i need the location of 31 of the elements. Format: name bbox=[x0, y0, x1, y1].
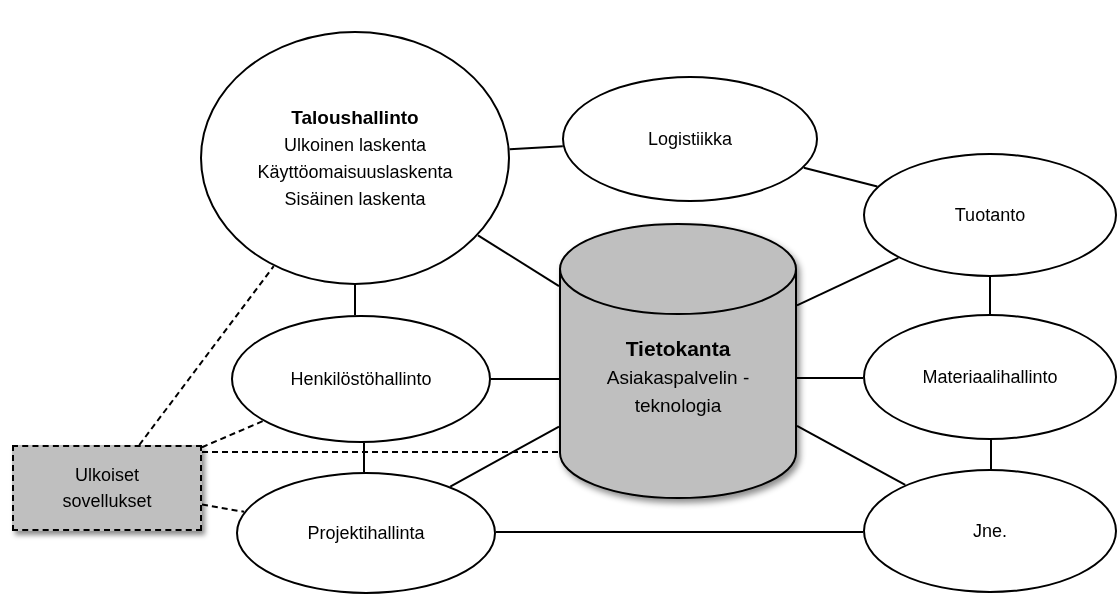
dashed-connector bbox=[138, 265, 275, 446]
connector-line bbox=[495, 531, 864, 533]
node-heading: Tietokanta bbox=[625, 336, 731, 362]
connector-line bbox=[449, 425, 560, 488]
connector-line bbox=[796, 256, 900, 307]
connector-line bbox=[990, 439, 992, 470]
node-label: Jne. bbox=[973, 519, 1007, 543]
node-label: Materiaalihallinto bbox=[922, 365, 1058, 389]
node-label: Ulkoinen laskenta bbox=[283, 133, 427, 157]
connector-line bbox=[796, 424, 907, 486]
connector-line bbox=[989, 276, 991, 315]
node-label: Tuotanto bbox=[954, 203, 1026, 227]
node-label: Projektihallinta bbox=[307, 521, 425, 545]
dashed-connector bbox=[201, 503, 246, 513]
node-text: Asiakaspalvelin -teknologia bbox=[605, 366, 751, 418]
connector-line bbox=[802, 166, 879, 188]
node-label: Ulkoiset sovellukset bbox=[61, 464, 153, 513]
connector-line bbox=[796, 377, 864, 379]
dashed-box bbox=[12, 445, 202, 531]
node-label: Henkilöstöhallinto bbox=[290, 367, 432, 391]
connector-line bbox=[477, 234, 560, 288]
node-label: Käyttöomaisuuslaskenta bbox=[257, 160, 453, 184]
node-heading: Taloushallinto bbox=[291, 105, 419, 130]
dashed-connector bbox=[201, 451, 560, 453]
node-label: Sisäinen laskenta bbox=[284, 187, 426, 211]
connector-line bbox=[508, 145, 564, 151]
connector-line bbox=[490, 378, 560, 380]
connector-line bbox=[363, 442, 365, 473]
node-label: Logistiikka bbox=[647, 127, 732, 151]
connector-line bbox=[354, 284, 356, 317]
dashed-connector bbox=[201, 420, 264, 449]
